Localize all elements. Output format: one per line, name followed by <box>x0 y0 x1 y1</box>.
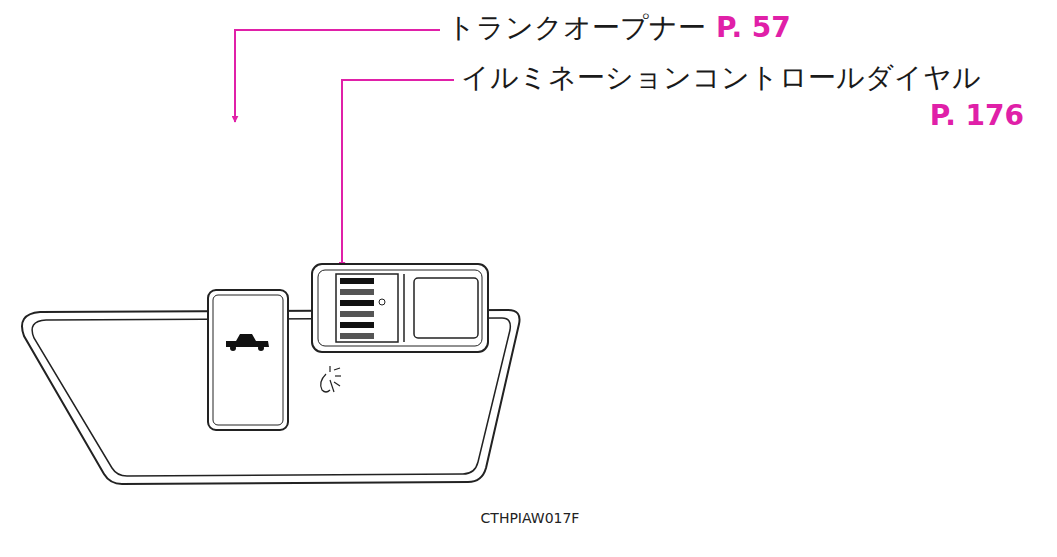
page-ref: P. 176 <box>930 101 1024 132</box>
car-icon <box>226 334 269 347</box>
trunk-opener-button <box>208 290 288 430</box>
car-icon-wheel <box>258 345 264 351</box>
dial-wheel <box>336 274 398 342</box>
leader-line <box>342 80 454 268</box>
part-name: イルミネーションコントロールダイヤル <box>461 63 981 94</box>
dial-housing <box>312 264 488 352</box>
dial-ridge <box>340 311 374 317</box>
dial-slider <box>414 278 478 338</box>
dial-ridge <box>340 322 374 328</box>
car-icon-wheel <box>230 345 236 351</box>
dial-ridges <box>340 278 374 339</box>
dial-ridge <box>340 289 374 295</box>
dial-housing-inner <box>318 270 482 346</box>
dial-ridge <box>340 300 374 306</box>
part-name: トランクオープナー <box>447 13 706 44</box>
illumination-symbol <box>321 366 341 392</box>
trunk-opener-button-inner <box>213 295 283 425</box>
dial-edge <box>403 274 405 342</box>
page-ref: P. 57 <box>716 13 791 44</box>
dial-ridge <box>340 333 374 339</box>
dial-mark <box>379 299 385 305</box>
leader-line <box>235 30 440 122</box>
figure-code: CTHPIAW017F <box>481 511 580 526</box>
dial-ridge <box>340 278 374 284</box>
